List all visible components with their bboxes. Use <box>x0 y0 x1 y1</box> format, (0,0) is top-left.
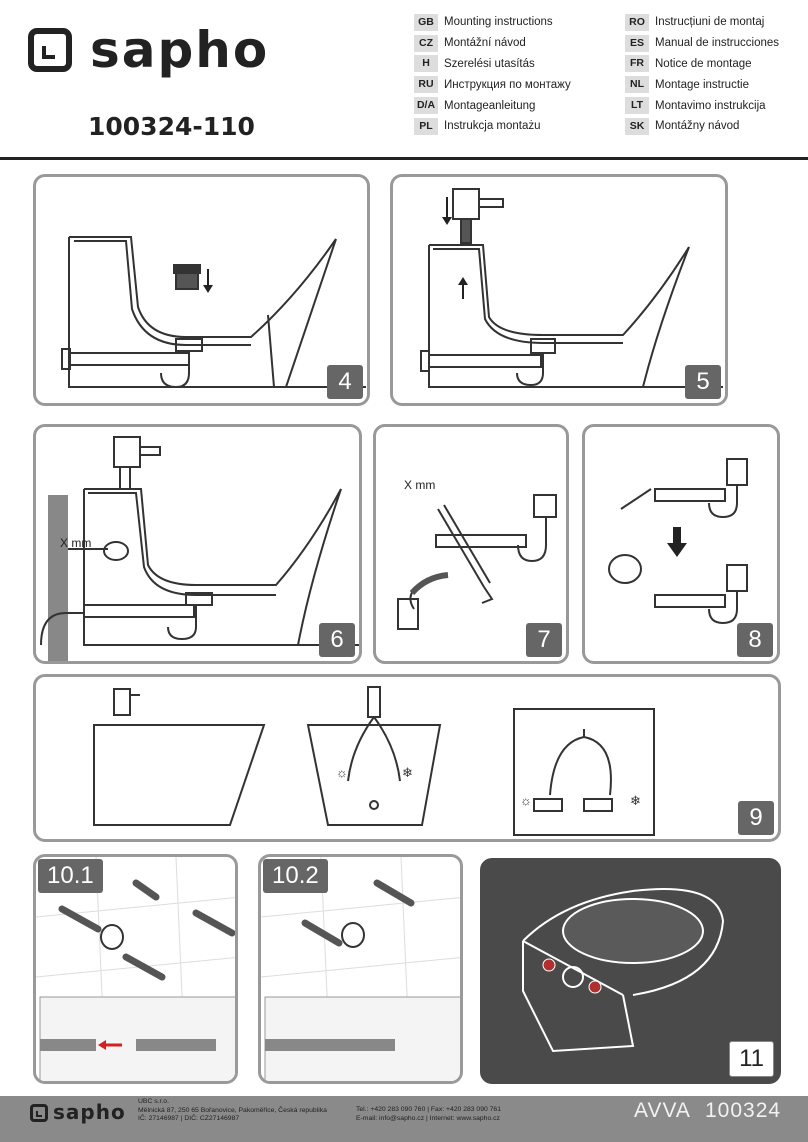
step-number-badge: 8 <box>737 623 773 657</box>
step-number-badge: 7 <box>526 623 562 657</box>
cut-pipe-illustration: X mm <box>397 478 557 630</box>
step-number-badge: 10.1 <box>38 859 103 893</box>
mixer-tap-install-illustration <box>420 188 723 388</box>
step-7-panel: X mm 7 <box>373 424 569 664</box>
hang-bidet-illustration <box>522 888 725 1053</box>
footer-brand: sapho <box>53 1100 126 1124</box>
wall-bolts-illustration <box>36 857 235 1081</box>
step-number-badge: 11 <box>729 1041 774 1077</box>
step-8-panel: 8 <box>582 424 780 664</box>
footer-model-name: AVVA <box>634 1099 691 1122</box>
header-divider <box>0 157 808 160</box>
step-9-panel: ☼ ❄ ☼ ❄ 9 <box>33 674 781 842</box>
dimension-label: X mm <box>404 478 435 492</box>
product-code: 100324-110 <box>88 112 255 141</box>
water-connections-illustration: ☼ ❄ ☼ ❄ <box>93 686 655 836</box>
step-10-1-panel: 10.1 <box>33 854 238 1084</box>
step-number-badge: 5 <box>685 365 721 399</box>
step-11-panel: 11 <box>480 858 781 1084</box>
step-4-panel: 4 <box>33 174 370 406</box>
step-number-badge: 9 <box>738 801 774 835</box>
footer-logo-icon <box>30 1104 48 1122</box>
step-5-panel: 5 <box>390 174 728 406</box>
svg-text:☼: ☼ <box>336 765 348 780</box>
step-number-badge: 6 <box>319 623 355 657</box>
brand-logo-icon <box>28 28 72 72</box>
brand-logo-text: sapho <box>90 21 270 79</box>
step-6-panel: X mm 6 <box>33 424 362 664</box>
connect-waste-illustration <box>608 458 748 625</box>
svg-text:❄: ❄ <box>402 765 413 780</box>
dimension-label: X mm <box>60 536 91 550</box>
step-10-2-panel: 10.2 <box>258 854 463 1084</box>
svg-text:☼: ☼ <box>520 793 532 808</box>
step-number-badge: 4 <box>327 365 363 399</box>
svg-text:❄: ❄ <box>630 793 641 808</box>
wall-bolts-installed-illustration <box>261 857 460 1081</box>
wall-mount-distance-illustration: X mm <box>40 436 359 661</box>
footer-bar <box>0 1096 808 1142</box>
footer-model-number: 100324 <box>705 1099 782 1122</box>
bidet-waste-install-illustration <box>61 236 366 389</box>
step-number-badge: 10.2 <box>263 859 328 893</box>
footer-company-info: UBC s.r.o. Mělnická 87, 250 65 Bořanovic… <box>138 1098 327 1122</box>
footer-contact-info: Tel.: +420 283 090 760 | Fax: +420 283 0… <box>356 1106 501 1122</box>
